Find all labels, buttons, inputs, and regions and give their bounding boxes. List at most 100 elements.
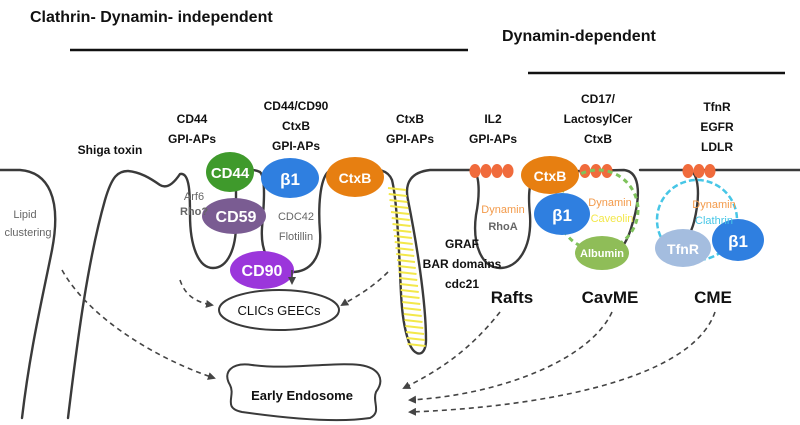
label-graf: GRAF	[445, 237, 479, 251]
raft-bead	[693, 164, 705, 178]
cd59-label: CD59	[216, 209, 257, 226]
label-cd90-gpi: GPI-APs	[272, 139, 320, 153]
beta1-molecule-a	[261, 158, 319, 198]
trafficking-arrows	[61, 269, 716, 416]
bar-domain-stripe	[405, 325, 424, 329]
bar-domain-stripe	[402, 301, 421, 305]
beta1-molecule-b	[534, 193, 590, 235]
beta1-label-b: β1	[552, 206, 572, 225]
clics-geecs-compartment	[218, 289, 340, 331]
raft-bead	[480, 164, 492, 178]
header-independent: Clathrin- Dynamin- independent	[30, 9, 273, 26]
bar-domain-stripe	[388, 193, 407, 197]
arrow-rafts-to-endosome	[402, 311, 501, 389]
label-egfr: EGFR	[700, 120, 734, 134]
raft-clusters	[469, 164, 716, 178]
raft-bead	[491, 164, 503, 178]
raft-bead	[682, 164, 694, 178]
label-clustering: clustering	[4, 227, 51, 239]
label-cd90-ctxb: CtxB	[282, 119, 310, 133]
bar-domain-stripe	[404, 319, 423, 323]
bar-domain-stripe	[401, 295, 420, 299]
cd90-molecule	[230, 251, 294, 289]
label-ctxb-gpi: GPI-APs	[386, 132, 434, 146]
label-lipid: Lipid	[13, 209, 36, 221]
tfnr-molecule	[655, 229, 711, 267]
raft-bead	[469, 164, 481, 178]
label-dynamin-cav: Dynamin	[588, 197, 631, 209]
label-shiga-toxin: Shiga toxin	[78, 143, 143, 157]
beta1-label-a: β1	[280, 170, 300, 189]
ctxb-molecule-b	[521, 156, 579, 194]
raft-bead	[502, 164, 514, 178]
ctxb-molecule-a	[326, 157, 384, 197]
label-rhoa: RhoA	[488, 221, 517, 233]
bar-domain-stripe	[395, 247, 414, 251]
bar-domain-stripe	[399, 277, 418, 281]
bar-domain-stripe	[387, 187, 407, 191]
arrow-ctxb-to-clics	[340, 271, 389, 307]
label-bar-domains: BAR domains	[423, 257, 502, 271]
albumin-label: Albumin	[580, 248, 624, 260]
label-cd44-cd90: CD44/CD90	[264, 99, 329, 113]
bar-domain-stripe	[397, 265, 416, 269]
label-caveolin: Caveolin	[591, 213, 634, 225]
bar-domain-stripe	[390, 205, 409, 209]
ctxb-label-a: CtxB	[339, 170, 372, 186]
beta1-label-c: β1	[728, 232, 748, 251]
label-cavme: CavME	[582, 288, 639, 307]
cd44-molecule	[206, 152, 254, 192]
bar-domain-stripe	[403, 313, 422, 317]
header-dependent: Dynamin-dependent	[502, 28, 656, 45]
label-cd17-ctxb: CtxB	[584, 132, 612, 146]
label-rafts: Rafts	[491, 288, 534, 307]
albumin-molecule	[575, 236, 629, 270]
bar-domain-stripe	[405, 331, 425, 335]
label-ldlr: LDLR	[701, 140, 733, 154]
arrow-cd44-to-clics	[179, 279, 214, 308]
bar-domain-stripe	[390, 211, 410, 215]
arrow-cme-to-endosome	[408, 311, 716, 416]
bar-domain-stripe	[391, 217, 410, 221]
bar-domain-stripe	[406, 337, 425, 341]
label-rho: Rho?	[180, 206, 208, 218]
bar-domain-stripe	[396, 253, 415, 257]
label-cd17: CD17/	[581, 92, 616, 106]
bar-domain-stripe	[392, 223, 411, 227]
bar-domain-stripe	[407, 343, 426, 347]
bar-domain-stripe	[396, 259, 416, 263]
cd90-label: CD90	[242, 263, 283, 280]
bar-domain-stripe	[402, 307, 422, 311]
raft-bead	[601, 164, 613, 178]
label-cd44-gpi: GPI-APs	[168, 132, 216, 146]
label-clathrin: Clathrin	[695, 215, 733, 227]
raft-bead	[590, 164, 602, 178]
beta1-molecule-c	[712, 219, 764, 261]
label-cme: CME	[694, 288, 732, 307]
ctxb-label-b: CtxB	[534, 168, 567, 184]
label-il2-gpi: GPI-APs	[469, 132, 517, 146]
early-endosome-label: Early Endosome	[251, 388, 353, 403]
bar-domain-stripe	[400, 289, 419, 293]
label-cdc42: CDC42	[278, 211, 314, 223]
raft-bead	[704, 164, 716, 178]
arrow-cavme-to-endosome	[408, 311, 613, 404]
bar-domain-stripe	[399, 283, 419, 287]
bar-domain-stripe	[389, 199, 408, 203]
cd44-label: CD44	[211, 165, 250, 182]
bar-domain-stripe	[393, 229, 412, 233]
arrow-lipid-to-endosome	[61, 269, 216, 380]
label-lactosylcer: LactosylCer	[564, 112, 633, 126]
tfnr-label: TfnR	[667, 241, 699, 257]
bar-domain-stripe	[394, 241, 413, 245]
label-flotillin: Flotillin	[279, 231, 313, 243]
cd59-molecule	[202, 198, 266, 234]
label-cdc21: cdc21	[445, 277, 479, 291]
bar-domain-stripe	[393, 235, 413, 239]
label-dynamin-rafts: Dynamin	[481, 204, 524, 216]
label-cd44-top: CD44	[177, 112, 208, 126]
early-endosome-compartment	[226, 363, 382, 422]
clics-label: CLICs GEECs	[237, 303, 321, 318]
